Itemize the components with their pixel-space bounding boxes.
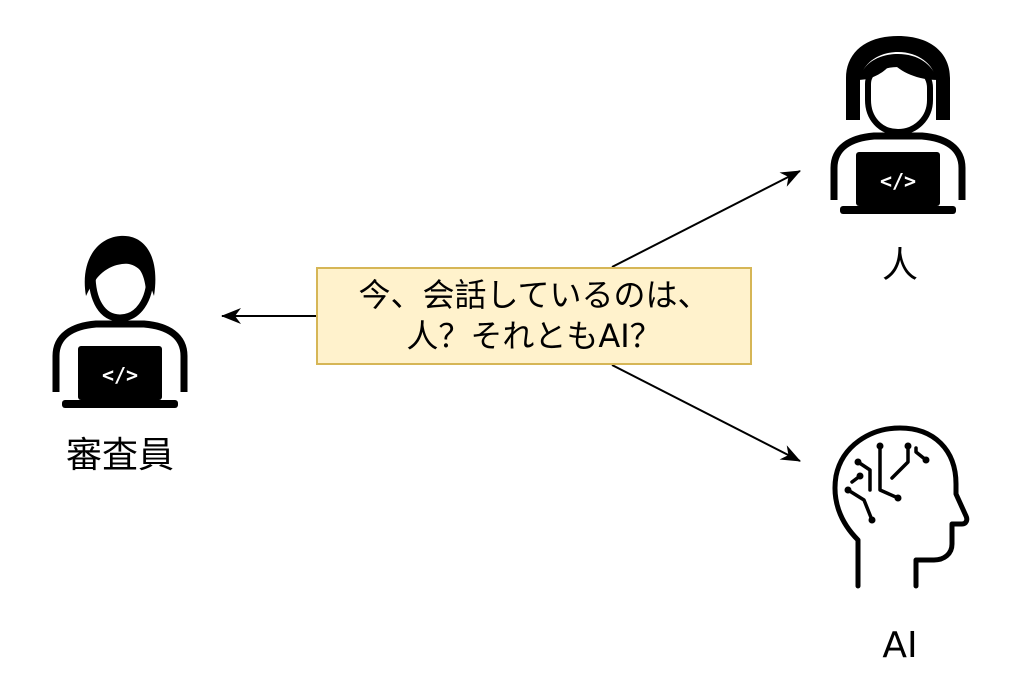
question-line-2: 人？それともAI？ <box>406 317 662 355</box>
question-line-1: 今、会話しているのは、 <box>358 276 710 315</box>
human-label: 人 <box>881 245 918 286</box>
question-box: 今、会話しているのは、 人？それともAI？ <box>316 267 752 365</box>
ai-label: AI <box>882 625 918 666</box>
svg-text:</>: </> <box>102 363 138 387</box>
svg-text:</>: </> <box>880 169 916 193</box>
arrow-to-ai <box>611 364 801 462</box>
programmer-icon: </> <box>52 235 188 408</box>
female-programmer-icon: </> <box>830 36 966 214</box>
arrow-to-human <box>611 170 801 268</box>
ai-head-icon <box>832 425 970 589</box>
judge-label: 審査員 <box>65 435 174 476</box>
